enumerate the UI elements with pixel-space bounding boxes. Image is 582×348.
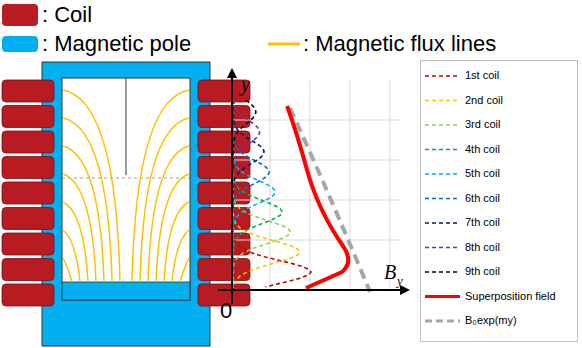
exp-curve	[290, 108, 370, 292]
coil	[198, 259, 250, 281]
y-axis	[231, 70, 233, 304]
legend-line-sample	[425, 149, 460, 151]
flux-line	[63, 146, 104, 282]
coil-field-curve	[233, 100, 264, 211]
coil	[198, 208, 250, 230]
coil-field-curve	[233, 192, 300, 288]
legend-line-sample	[425, 247, 460, 249]
coil-field-curve	[233, 100, 256, 172]
legend-line-sample	[425, 75, 460, 77]
axis-label: y	[397, 274, 403, 287]
legend-line-sample	[425, 271, 460, 273]
legend-line-sample	[425, 100, 460, 102]
coil-field-curve	[233, 172, 290, 286]
coil	[2, 182, 54, 204]
flux-line	[140, 118, 189, 282]
coil	[2, 157, 54, 179]
coil	[198, 233, 250, 255]
coil-field-curve	[233, 100, 260, 190]
legend-text: 6th coil	[465, 193, 500, 204]
flux-line	[63, 230, 80, 282]
legend-text: 5th coil	[465, 168, 500, 179]
coil	[2, 80, 54, 102]
axis-label: B	[384, 262, 396, 282]
coil	[2, 259, 54, 281]
coil	[2, 284, 54, 306]
coil	[2, 233, 54, 255]
coil	[2, 106, 54, 128]
coil-field-curve	[233, 152, 282, 272]
legend-text: 9th coil	[465, 266, 500, 277]
coil-field-curve	[233, 212, 311, 287]
legend-line-sample	[425, 198, 460, 200]
legend-line-sample	[268, 43, 300, 46]
legend-text: 3rd coil	[465, 119, 500, 130]
legend-line-sample	[425, 222, 460, 224]
legend-line-sample	[425, 124, 460, 126]
legend-text: 7th coil	[465, 217, 500, 228]
legend-line-sample	[425, 173, 460, 175]
flux-line	[148, 146, 189, 282]
flux-line	[156, 174, 189, 282]
flux-line	[63, 90, 120, 282]
legend-text: : Magnetic flux lines	[303, 33, 496, 55]
flux-line	[63, 202, 88, 282]
legend-text: 8th coil	[465, 242, 500, 253]
coil-field-curve	[233, 132, 275, 252]
flux-line	[132, 90, 189, 282]
legend-text: B₀exp(my)	[465, 315, 517, 326]
legend-text: 1st coil	[465, 70, 499, 81]
flux-line	[63, 118, 112, 282]
legend-swatch	[2, 4, 38, 26]
coil	[198, 182, 250, 204]
legend-line-sample	[425, 320, 460, 323]
coil	[2, 131, 54, 153]
legend-text: Superposition field	[465, 291, 556, 302]
legend-text: 2nd coil	[465, 95, 503, 106]
legend-text: 4th coil	[465, 144, 500, 155]
flux-line	[164, 202, 189, 282]
legend-text: : Coil	[42, 4, 92, 26]
chart-grid	[232, 80, 400, 290]
legend-text: : Magnetic pole	[42, 33, 191, 55]
flux-line	[172, 230, 189, 282]
origin-label: 0	[220, 300, 232, 322]
coil-stack	[2, 80, 250, 306]
coil	[2, 208, 54, 230]
legend-swatch	[2, 36, 38, 52]
flux-line	[180, 258, 189, 282]
superposition-curve	[287, 106, 348, 288]
x-axis	[218, 289, 408, 291]
legend-line-sample	[425, 295, 460, 298]
flux-line	[63, 258, 72, 282]
magnet-yoke	[42, 62, 210, 346]
flux-line	[63, 174, 96, 282]
axis-label: y	[241, 74, 250, 94]
coil	[198, 106, 250, 128]
flux-lines	[63, 90, 189, 282]
